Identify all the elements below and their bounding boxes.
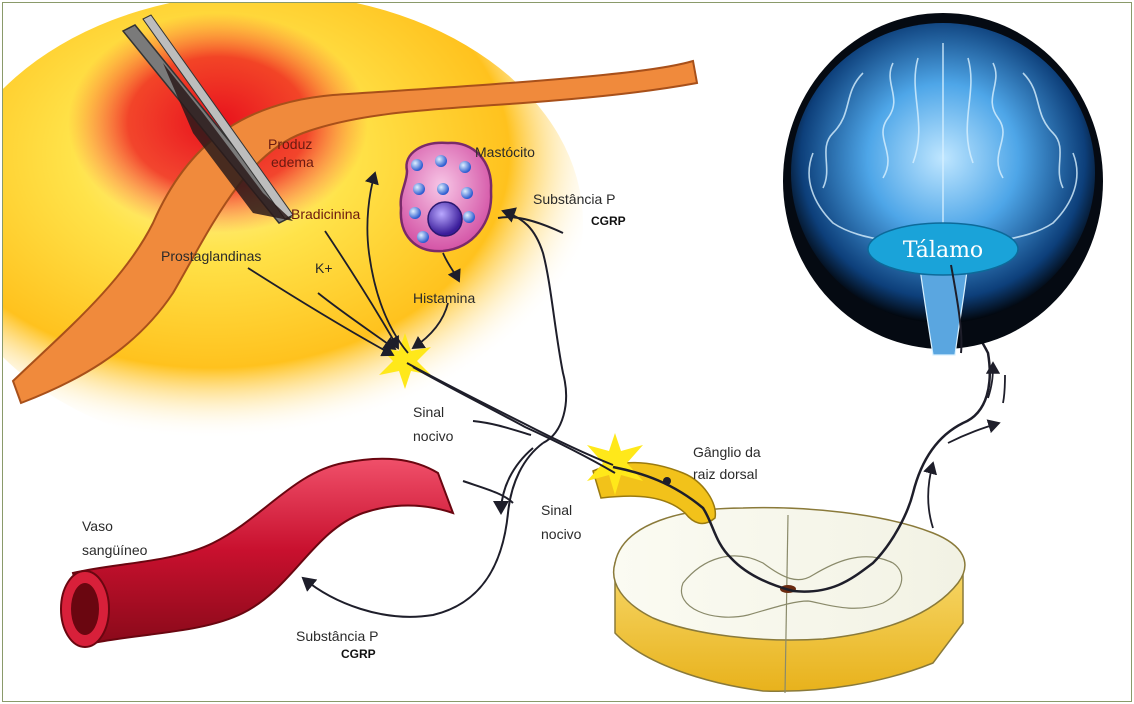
label-produz-edema-1: Produz <box>268 136 312 152</box>
pain-pathway-diagram: Produz edema Mastócito Substância P CGRP… <box>3 3 1131 701</box>
label-ganglio-2: raiz dorsal <box>693 466 758 482</box>
label-cgrp-top: CGRP <box>591 214 626 228</box>
label-substancia-p-top: Substância P <box>533 191 616 207</box>
label-vaso-2: sangüíneo <box>82 542 148 558</box>
label-histamina: Histamina <box>413 290 475 306</box>
label-vaso-1: Vaso <box>82 518 113 534</box>
label-produz-edema-2: edema <box>271 154 314 170</box>
label-k-plus: K+ <box>315 260 333 276</box>
label-sinal-nocivo-1a: Sinal <box>413 404 444 420</box>
label-sinal-nocivo-2a: Sinal <box>541 502 572 518</box>
label-bradicinina: Bradicinina <box>291 206 360 222</box>
label-cgrp-bottom: CGRP <box>341 647 376 661</box>
label-sinal-nocivo-1b: nocivo <box>413 428 454 444</box>
label-sinal-nocivo-2b: nocivo <box>541 526 582 542</box>
label-ganglio-1: Gânglio da <box>693 444 761 460</box>
label-substancia-p-bottom: Substância P <box>296 628 379 644</box>
spinal-cord-icon <box>614 508 965 693</box>
label-talamo: Tálamo <box>903 238 983 263</box>
brain-icon <box>783 13 1103 355</box>
label-mastocito: Mastócito <box>475 144 535 160</box>
label-prostaglandinas: Prostaglandinas <box>161 248 261 264</box>
inflammation-area <box>3 3 583 453</box>
